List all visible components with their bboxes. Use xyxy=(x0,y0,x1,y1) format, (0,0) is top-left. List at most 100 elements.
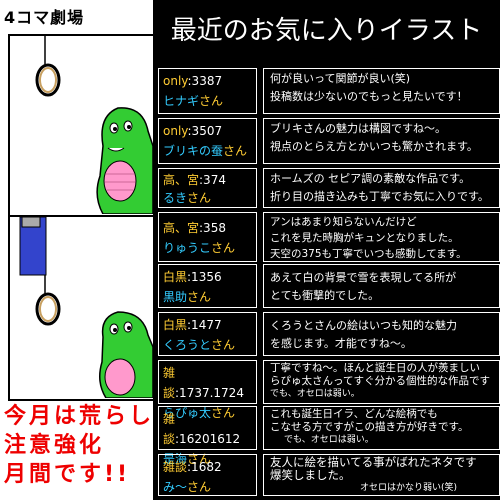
comment-line: こなせる方ですがこの描き方が好きです。 xyxy=(270,421,469,433)
comment-box: くろうとさんの絵はいつも知的な魅力 を感じます。才能ですね〜。 xyxy=(263,312,500,356)
username[interactable]: らぴゅ太 xyxy=(163,406,212,420)
board-tag: 雑談 xyxy=(163,366,176,400)
honorific: さん xyxy=(199,94,224,108)
manga-panel-2 xyxy=(19,217,153,398)
user-box[interactable]: 雑談:1737.1724 らぴゅ太さん xyxy=(158,360,257,420)
board-tag: 白黒 xyxy=(163,318,188,332)
comment-box: 丁寧ですね〜。ほんと誕生日の人が羨ましい らぴゅ太さんってすぐ分かる個性的な作品… xyxy=(263,360,500,404)
honorific: さん xyxy=(223,144,248,158)
post-number: :1356 xyxy=(187,270,222,284)
page-title: 最近のお気に入りイラスト xyxy=(170,16,483,46)
comment-line: これも誕生日イラ、どんな絵柄でも xyxy=(270,408,438,420)
post-number: :1737.1724 xyxy=(175,386,244,400)
post-number: :1477 xyxy=(187,318,222,332)
board-tag: 高、宮 xyxy=(163,173,200,187)
favorite-entry[interactable]: only:3507 ブリキの蚕さん ブリキさんの魅力は構図ですね〜。 視点のとら… xyxy=(158,118,500,164)
favorite-entry[interactable]: 高、宮:358 りゅうこさん アンはあまり知らないんだけど これを見た時胸がキュ… xyxy=(158,212,500,262)
honorific: さん xyxy=(187,191,212,205)
user-box[interactable]: 白黒:1356 黒助さん xyxy=(158,264,257,308)
username[interactable]: りゅうこ xyxy=(163,241,212,255)
comment-box: ホームズの セピア調の素敵な作品です。 折り目の描き込みも丁寧でお気に入りです。 xyxy=(263,168,500,208)
comment-line: 折り目の描き込みも丁寧でお気に入りです。 xyxy=(270,190,489,203)
comment-box: 友人に絵を描いてる事がばれたネタです 爆笑しました。 オセロはかなり弱い(笑) xyxy=(263,454,500,496)
username[interactable]: ブリキの蚕 xyxy=(163,144,224,158)
board-tag: only xyxy=(163,124,188,138)
favorites-panel: 最近のお気に入りイラスト only:3387 ヒナギさん 何が良いって関節が良い… xyxy=(153,0,500,500)
username[interactable]: くろうと xyxy=(163,338,212,352)
comment-line: 何が良いって関節が良い(笑) xyxy=(270,72,411,85)
username[interactable]: 黒助 xyxy=(163,290,188,304)
comment-line: を感じます。才能ですね〜。 xyxy=(270,337,412,350)
honorific: さん xyxy=(211,241,236,255)
favorite-entry[interactable]: only:3387 ヒナギさん 何が良いって関節が良い(笑) 投稿数は少ないので… xyxy=(158,68,500,114)
comment-line: オセロはかなり弱い(笑) xyxy=(360,483,458,493)
post-number: :374 xyxy=(199,173,226,187)
honorific: さん xyxy=(187,480,212,494)
post-number: :358 xyxy=(199,221,226,235)
user-box[interactable]: 雑談:16201612 是海さん xyxy=(158,406,257,466)
comment-line: ブリキさんの魅力は構図ですね〜。 xyxy=(270,122,446,135)
user-box[interactable]: 高、宮:358 りゅうこさん xyxy=(158,212,257,262)
comment-line: 天空の375も丁寧でいつも感動してます。 xyxy=(270,248,467,260)
comment-box: ブリキさんの魅力は構図ですね〜。 視点のとらえ方とかいつも驚かされます。 xyxy=(263,118,500,164)
favorite-entry[interactable]: 白黒:1477 くろうとさん くろうとさんの絵はいつも知的な魅力 を感じます。才… xyxy=(158,312,500,356)
user-box[interactable]: only:3387 ヒナギさん xyxy=(158,68,257,114)
username[interactable]: るき xyxy=(163,191,188,205)
favorite-entry[interactable]: 高、宮:374 るきさん ホームズの セピア調の素敵な作品です。 折り目の描き込… xyxy=(158,168,500,208)
favorite-entry[interactable]: 雑談:1682 み〜さん 友人に絵を描いてる事がばれたネタです 爆笑しました。 … xyxy=(158,454,500,496)
comment-line: あえて白の背景で雪を表現してる所が xyxy=(270,271,457,284)
notice-text: 今月は荒らし 注意強化 月間です!! xyxy=(4,402,154,489)
comment-line: とても衝撃的でした。 xyxy=(270,289,380,302)
panel-border-bottom xyxy=(8,399,153,401)
post-number: :16201612 xyxy=(175,432,241,446)
board-tag: 白黒 xyxy=(163,270,188,284)
manga-title: 4コマ劇場 xyxy=(4,8,85,27)
comment-line: くろうとさんの絵はいつも知的な魅力 xyxy=(270,319,457,332)
notice-line: 注意強化 xyxy=(4,433,105,458)
panel-border-top xyxy=(8,34,153,36)
panel-divider xyxy=(8,215,153,217)
honorific: さん xyxy=(187,290,212,304)
comment-line: ホームズの セピア調の素敵な作品です。 xyxy=(270,172,471,185)
comment-line: でも、オセロは弱い。 xyxy=(284,435,374,445)
comment-box: あえて白の背景で雪を表現してる所が とても衝撃的でした。 xyxy=(263,264,500,308)
board-tag: 雑談 xyxy=(163,460,188,474)
board-tag: 高、宮 xyxy=(163,221,200,235)
panel-border-left xyxy=(8,34,10,400)
post-number: :1682 xyxy=(187,460,222,474)
comment-line: 爆笑しました。 xyxy=(270,468,351,482)
post-number: :3387 xyxy=(187,74,223,88)
comment-line: これを見た時胸がキュンとなりました。 xyxy=(270,232,459,244)
comment-box: 何が良いって関節が良い(笑) 投稿数は少ないのでもっと見たいです！ xyxy=(263,68,500,114)
comment-box: アンはあまり知らないんだけど これを見た時胸がキュンとなりました。 天空の375… xyxy=(263,212,500,262)
user-box[interactable]: 高、宮:374 るきさん xyxy=(158,168,257,208)
board-tag: only xyxy=(163,74,188,88)
favorite-entry[interactable]: 雑談:16201612 是海さん これも誕生日イラ、どんな絵柄でも こなせる方で… xyxy=(158,406,500,466)
manga-panel: 4コマ劇場 xyxy=(0,0,153,500)
username[interactable]: 是海 xyxy=(163,452,188,466)
user-box[interactable]: 白黒:1477 くろうとさん xyxy=(158,312,257,356)
honorific: さん xyxy=(211,338,236,352)
comment-line: 友人に絵を描いてる事がばれたネタです xyxy=(270,455,477,469)
comment-line: らぴゅ太さんってすぐ分かる個性的な作品です xyxy=(270,375,490,387)
user-box[interactable]: only:3507 ブリキの蚕さん xyxy=(158,118,257,164)
favorite-entry[interactable]: 白黒:1356 黒助さん あえて白の背景で雪を表現してる所が とても衝撃的でした… xyxy=(158,264,500,308)
comment-line: 投稿数は少ないのでもっと見たいです！ xyxy=(270,90,468,103)
notice-line: 今月は荒らし xyxy=(4,404,155,429)
username[interactable]: み〜 xyxy=(163,480,188,494)
honorific: さん xyxy=(211,406,236,420)
honorific: さん xyxy=(187,452,212,466)
post-number: :3507 xyxy=(187,124,223,138)
comment-box: これも誕生日イラ、どんな絵柄でも こなせる方ですがこの描き方が好きです。 でも、… xyxy=(263,406,500,450)
user-box[interactable]: 雑談:1682 み〜さん xyxy=(158,454,257,496)
manga-panel-1 xyxy=(35,36,153,214)
comment-line: 視点のとらえ方とかいつも驚かされます。 xyxy=(270,140,478,153)
favorite-entry[interactable]: 雑談:1737.1724 らぴゅ太さん 丁寧ですね〜。ほんと誕生日の人が羨ましい… xyxy=(158,360,500,420)
notice-line: 月間です!! xyxy=(4,462,131,487)
comment-line: アンはあまり知らないんだけど xyxy=(270,216,417,228)
comment-line: でも、オセロは弱い。 xyxy=(270,389,360,399)
comment-line: 丁寧ですね〜。ほんと誕生日の人が羨ましい xyxy=(270,362,480,374)
username[interactable]: ヒナギ xyxy=(163,94,200,108)
board-tag: 雑談 xyxy=(163,412,176,446)
